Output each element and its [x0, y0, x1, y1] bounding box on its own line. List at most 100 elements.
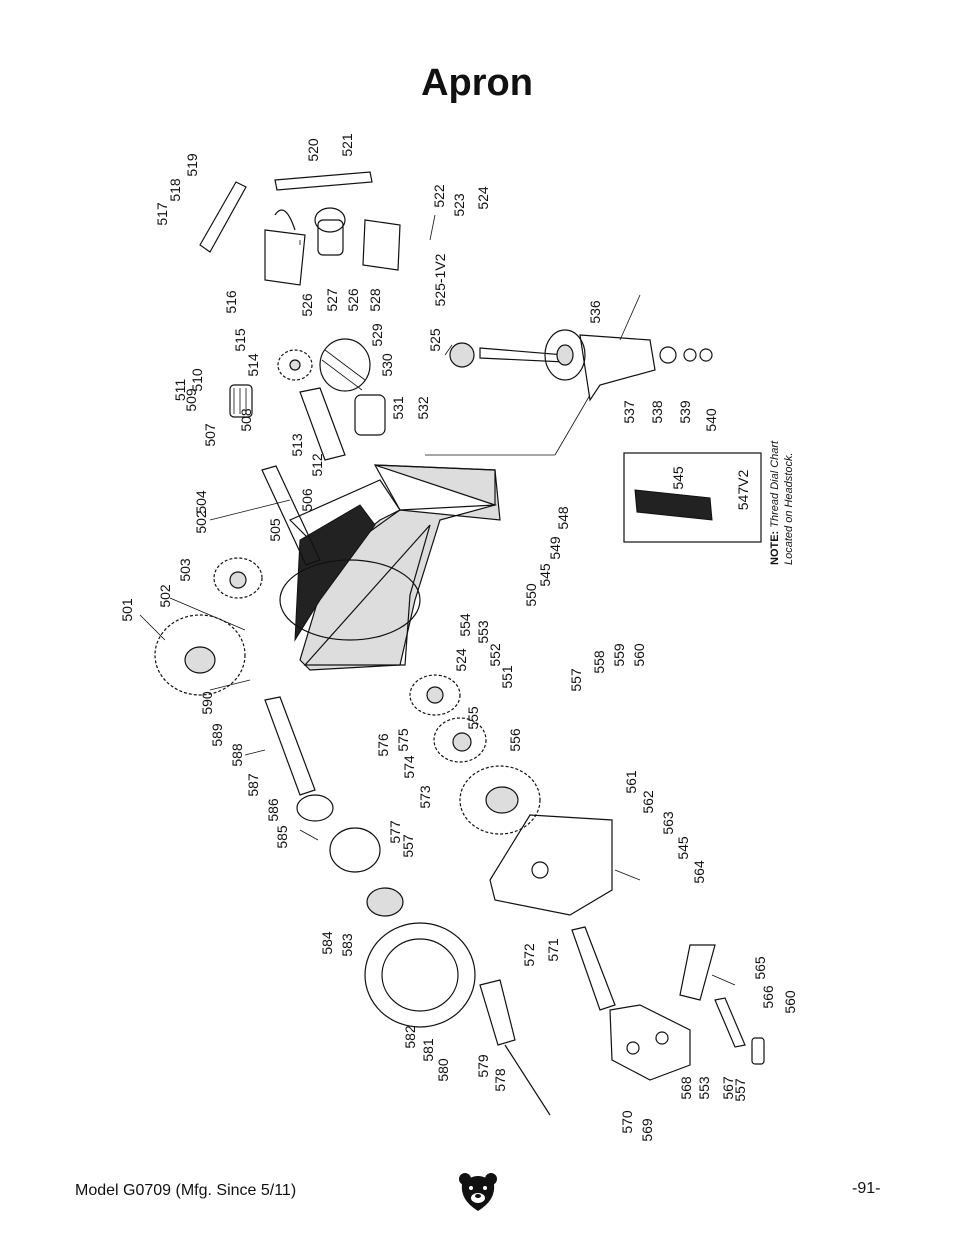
- part-label: 553: [475, 620, 491, 644]
- part-label: 557: [732, 1078, 748, 1102]
- page-number: -91-: [852, 1180, 881, 1197]
- part-label: 574: [401, 755, 417, 779]
- note-bold: NOTE:: [769, 531, 781, 565]
- part-label: 577: [387, 820, 403, 844]
- part-label: 550: [523, 583, 539, 607]
- part-label: 530: [379, 353, 395, 377]
- thread-dial-chart-inset: [623, 452, 762, 543]
- part-label: 563: [660, 811, 676, 835]
- part-label: 537: [621, 400, 637, 424]
- part-label: 515: [232, 328, 248, 352]
- bracket-526b: [362, 219, 401, 271]
- part-label: 552: [487, 643, 503, 667]
- part-label: 580: [435, 1058, 451, 1082]
- part-label: 553: [696, 1076, 712, 1100]
- part-label: 528: [367, 288, 383, 312]
- bushing-527: [314, 207, 346, 256]
- part-label: 569: [639, 1118, 655, 1142]
- part-label: 575: [395, 728, 411, 752]
- part-label: 525-1V2: [432, 253, 448, 306]
- part-label: 521: [339, 133, 355, 157]
- part-label: 589: [209, 723, 225, 747]
- part-label: 562: [640, 790, 656, 814]
- part-label: 527: [324, 288, 340, 312]
- part-label: 503: [177, 558, 193, 582]
- part-label: 587: [245, 773, 261, 797]
- part-label: 581: [420, 1038, 436, 1062]
- part-label: 549: [547, 536, 563, 560]
- gear-574: [433, 717, 487, 763]
- part-label: 573: [417, 785, 433, 809]
- part-label: 557: [568, 668, 584, 692]
- part-label: 564: [691, 860, 707, 884]
- part-label: 524: [475, 186, 491, 210]
- part-label: 560: [782, 990, 798, 1014]
- part-label: 516: [223, 290, 239, 314]
- svg-text:NOTE: Thread Dial Chart: NOTE: Thread Dial Chart: [769, 440, 781, 565]
- part-label: 585: [274, 825, 290, 849]
- part-label: 579: [475, 1054, 491, 1078]
- shaft-513: [299, 387, 346, 461]
- nut-stack: [659, 346, 713, 364]
- part-label: 505: [267, 518, 283, 542]
- part-label: 508: [238, 408, 254, 432]
- note-line1: Thread Dial Chart: [769, 440, 781, 528]
- bar-517: [199, 181, 247, 253]
- part-label: 532: [415, 396, 431, 420]
- part-label: 556: [507, 728, 523, 752]
- note-line2: Located on Headstock.: [783, 452, 795, 565]
- part-label: 560: [631, 643, 647, 667]
- part-label: 522: [431, 184, 447, 208]
- part-label: 511: [172, 379, 188, 402]
- part-label: 529: [369, 323, 385, 347]
- part-label: 584: [319, 931, 335, 955]
- plate-562: [489, 814, 613, 916]
- part-label: 559: [611, 643, 627, 667]
- part-label: 509: [183, 388, 199, 412]
- part-label: 576: [375, 733, 391, 757]
- part-label: 568: [678, 1076, 694, 1100]
- part-label: 539: [677, 400, 693, 424]
- gear-573: [459, 765, 541, 835]
- model-footer: Model G0709 (Mfg. Since 5/11): [75, 1182, 297, 1199]
- part-label: 561: [623, 770, 639, 794]
- hub-585: [296, 794, 381, 873]
- part-label: 590: [199, 691, 215, 715]
- part-label: 554: [457, 613, 473, 637]
- bear-logo-icon: [459, 1173, 497, 1211]
- part-label: 583: [339, 933, 355, 957]
- worm-530: [319, 338, 386, 436]
- part-label: 582: [402, 1025, 418, 1049]
- shaft-504: [261, 465, 321, 566]
- gear-509: [229, 384, 253, 418]
- part-label: 540: [703, 408, 719, 432]
- handwheel-582: [364, 887, 551, 1116]
- apron-housing: [279, 464, 501, 671]
- part-label: 565: [752, 956, 768, 980]
- handle-565: [679, 944, 765, 1065]
- part-label: 588: [229, 743, 245, 767]
- part-label: 566: [760, 985, 776, 1009]
- part-label: 586: [265, 798, 281, 822]
- note-block: NOTE: Thread Dial Chart Located on Heads…: [769, 440, 795, 565]
- part-label: 578: [492, 1068, 508, 1092]
- gear-501: [154, 614, 246, 696]
- bracket-526: [264, 209, 306, 286]
- shaft-588: [264, 696, 316, 796]
- part-label: 512: [309, 453, 325, 477]
- part-label: 501: [119, 598, 135, 622]
- leader-lines: [139, 214, 736, 986]
- gear-514: [277, 349, 313, 381]
- part-label: 531: [390, 396, 406, 420]
- part-label: 536: [587, 300, 603, 324]
- part-label: 517: [154, 202, 170, 226]
- gear-503: [213, 557, 263, 599]
- part-label: 502: [157, 584, 173, 608]
- inset-label: 545: [670, 466, 686, 490]
- page-title: Apron: [421, 62, 533, 104]
- part-label: 545: [675, 836, 691, 860]
- part-label: 518: [167, 178, 183, 202]
- part-label: 524: [453, 648, 469, 672]
- part-label: 570: [619, 1110, 635, 1134]
